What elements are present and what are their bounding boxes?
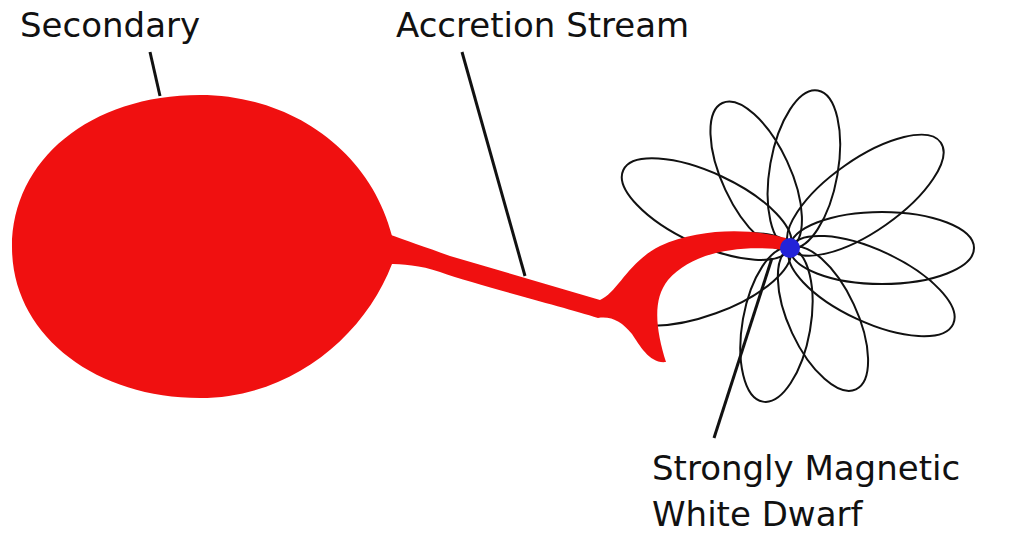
white-dwarf <box>780 238 800 258</box>
field-loop <box>790 212 974 284</box>
leader-line <box>150 52 160 96</box>
field-loop <box>729 242 823 407</box>
leader-line <box>462 52 525 276</box>
label-text: Strongly Magnetic White Dwarf <box>652 445 1030 537</box>
field-loop <box>759 234 887 404</box>
label-text: Secondary <box>20 2 200 48</box>
field-loop <box>775 215 969 356</box>
label-text: Accretion Stream <box>396 2 689 48</box>
leader-lines <box>150 52 772 438</box>
secondary-star <box>12 95 395 398</box>
accretion-stream <box>388 231 786 362</box>
field-loop <box>757 85 852 254</box>
leader-line <box>714 258 772 438</box>
field-loop <box>608 138 805 281</box>
